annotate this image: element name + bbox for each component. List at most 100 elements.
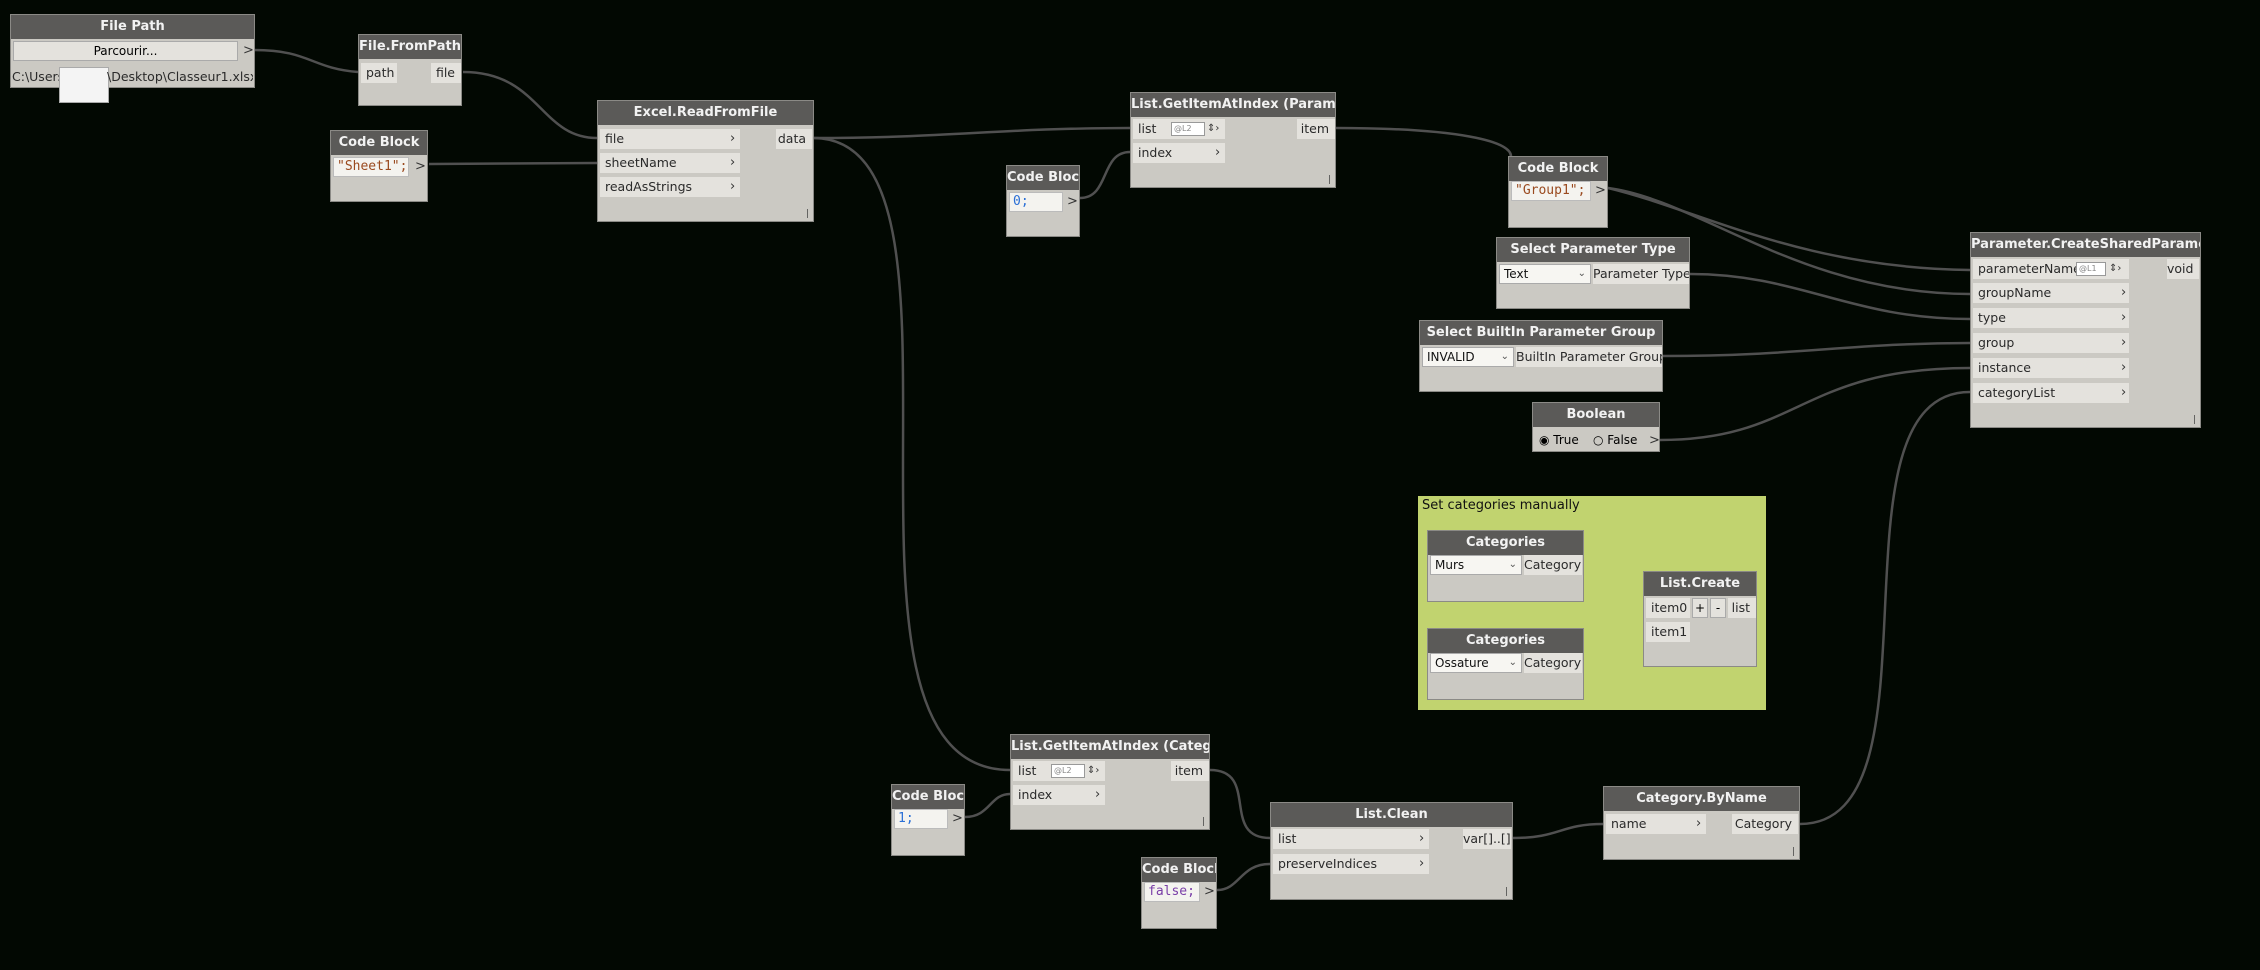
output-parameter-type[interactable]: Parameter Type: [1593, 264, 1689, 284]
code-block-false-node[interactable]: Code Block false; >: [1141, 857, 1217, 929]
boolean-node[interactable]: Boolean ◉ True ○ False >: [1532, 402, 1660, 452]
output-var[interactable]: var[]..[]: [1463, 829, 1511, 849]
false-label: False: [1607, 433, 1638, 447]
add-input-button[interactable]: +: [1692, 598, 1708, 618]
output-port[interactable]: >: [415, 159, 426, 174]
lacing-selector[interactable]: @L1: [2076, 262, 2106, 276]
output-port[interactable]: >: [1204, 884, 1215, 899]
input-preserveindices[interactable]: preserveIndices: [1273, 854, 1429, 874]
output-data[interactable]: data: [776, 129, 812, 149]
getitematindex-categories-node[interactable]: List.GetItemAtIndex (Categories) list @L…: [1010, 734, 1210, 830]
output-port[interactable]: >: [1067, 194, 1078, 209]
output-category[interactable]: Category: [1732, 814, 1798, 834]
list-clean-node[interactable]: List.Clean list › preserveIndices › var[…: [1270, 802, 1513, 900]
category-dropdown[interactable]: Ossature⌄: [1430, 653, 1522, 673]
code-editor[interactable]: "Group1";: [1511, 181, 1591, 201]
output-category[interactable]: Category: [1524, 653, 1582, 673]
chevron-right-icon: ›: [1419, 856, 1425, 871]
categories-murs-node[interactable]: Categories Murs⌄ Category: [1427, 530, 1584, 602]
chevron-right-icon: ›: [730, 179, 736, 194]
input-readasstrings[interactable]: readAsStrings: [600, 177, 740, 197]
node-title: Code Block: [1007, 166, 1079, 190]
lacing-selector[interactable]: @L2: [1171, 122, 1205, 136]
file-frompath-node[interactable]: File.FromPath path file: [358, 34, 462, 106]
code-editor[interactable]: 0;: [1009, 192, 1063, 212]
node-title: Categories: [1428, 629, 1583, 653]
input-item0[interactable]: item0: [1646, 598, 1690, 618]
wire-false-clean: [1216, 862, 1271, 892]
code-editor[interactable]: 1;: [894, 809, 948, 829]
select-parameter-type-node[interactable]: Select Parameter Type Text⌄ Parameter Ty…: [1496, 237, 1690, 309]
category-byname-node[interactable]: Category.ByName name › Category |: [1603, 786, 1800, 860]
output-port[interactable]: >: [1649, 433, 1660, 448]
input-index[interactable]: index: [1013, 785, 1105, 805]
node-title: Parameter.CreateSharedParameter: [1971, 233, 2200, 257]
parameter-type-dropdown[interactable]: Text⌄: [1499, 264, 1591, 284]
output-category[interactable]: Category: [1524, 555, 1582, 575]
stepper-icon[interactable]: ⇕›: [1087, 765, 1100, 776]
remove-input-button[interactable]: -: [1710, 598, 1726, 618]
wire-sheet-excel: [428, 161, 598, 166]
create-shared-parameter-node[interactable]: Parameter.CreateSharedParameter paramete…: [1970, 232, 2201, 428]
code-block-sheet-node[interactable]: Code Block "Sheet1"; >: [330, 130, 428, 202]
wire-bool-instance: [1659, 366, 1971, 442]
output-port[interactable]: >: [1595, 183, 1606, 198]
lacing-icon: |: [1791, 847, 1795, 857]
chevron-right-icon: ›: [1095, 787, 1101, 802]
input-list[interactable]: list: [1273, 829, 1429, 849]
stepper-icon[interactable]: ⇕›: [2109, 263, 2122, 274]
code-editor[interactable]: "Sheet1";: [333, 157, 409, 177]
lacing-icon: |: [1201, 817, 1205, 827]
builtin-group-dropdown[interactable]: INVALID⌄: [1422, 347, 1514, 367]
true-radio[interactable]: ◉ True: [1539, 433, 1579, 447]
output-port[interactable]: >: [952, 811, 963, 826]
input-item1[interactable]: item1: [1646, 622, 1690, 642]
excel-readfromfile-node[interactable]: Excel.ReadFromFile file › sheetName › re…: [597, 100, 814, 222]
node-title: Boolean: [1533, 403, 1659, 427]
output-file[interactable]: file: [431, 63, 461, 83]
wire-group-createname: [1607, 186, 1971, 272]
node-title: Code Block: [331, 131, 427, 155]
code-block-zero-node[interactable]: Code Block 0; >: [1006, 165, 1080, 237]
output-list[interactable]: list: [1728, 598, 1756, 618]
code-block-group-node[interactable]: Code Block "Group1"; >: [1508, 156, 1608, 228]
wire-type-createtype: [1689, 272, 1971, 321]
chevron-down-icon: ⌄: [1500, 351, 1509, 362]
input-groupname[interactable]: groupName: [1973, 283, 2129, 303]
input-name[interactable]: name: [1606, 814, 1706, 834]
select-builtin-group-node[interactable]: Select BuiltIn Parameter Group INVALID⌄ …: [1419, 320, 1663, 392]
lacing-selector[interactable]: @L2: [1051, 764, 1085, 778]
input-index[interactable]: index: [1133, 143, 1225, 163]
chevron-right-icon: ›: [1215, 145, 1221, 160]
output-void[interactable]: void: [2167, 259, 2199, 279]
input-group[interactable]: group: [1973, 333, 2129, 353]
input-path[interactable]: path: [361, 63, 397, 83]
code-editor[interactable]: false;: [1144, 882, 1200, 902]
chevron-right-icon: ›: [2121, 385, 2127, 400]
stepper-icon[interactable]: ⇕›: [1207, 123, 1220, 134]
categories-ossature-node[interactable]: Categories Ossature⌄ Category: [1427, 628, 1584, 700]
output-port[interactable]: >: [243, 43, 254, 58]
output-item[interactable]: item: [1171, 761, 1209, 781]
code-block-one-node[interactable]: Code Block 1; >: [891, 784, 965, 856]
lacing-icon: |: [2192, 415, 2196, 425]
input-sheetname[interactable]: sheetName: [600, 153, 740, 173]
category-dropdown[interactable]: Murs⌄: [1430, 555, 1522, 575]
wire-clean-byname: [1512, 822, 1604, 840]
list-create-node[interactable]: List.Create item0 + - item1 list: [1643, 571, 1757, 667]
input-instance[interactable]: instance: [1973, 358, 2129, 378]
browse-button[interactable]: Parcourir...: [13, 41, 238, 61]
input-file[interactable]: file: [600, 129, 740, 149]
chevron-right-icon: ›: [2121, 360, 2127, 375]
input-categorylist[interactable]: categoryList: [1973, 383, 2129, 403]
group-title: Set categories manually: [1422, 498, 1580, 513]
chevron-right-icon: ›: [730, 155, 736, 170]
node-title: Category.ByName: [1604, 787, 1799, 811]
false-radio[interactable]: ○ False: [1593, 433, 1638, 447]
node-title: Code Block: [892, 785, 964, 809]
input-type[interactable]: type: [1973, 308, 2129, 328]
getitematindex-parameters-node[interactable]: List.GetItemAtIndex (Parameters) list @L…: [1130, 92, 1336, 188]
output-builtin-group[interactable]: BuiltIn Parameter Group: [1516, 347, 1662, 367]
file-path-node[interactable]: File Path Parcourir... > C:\Users\ \Desk…: [10, 14, 255, 103]
output-item[interactable]: item: [1297, 119, 1335, 139]
